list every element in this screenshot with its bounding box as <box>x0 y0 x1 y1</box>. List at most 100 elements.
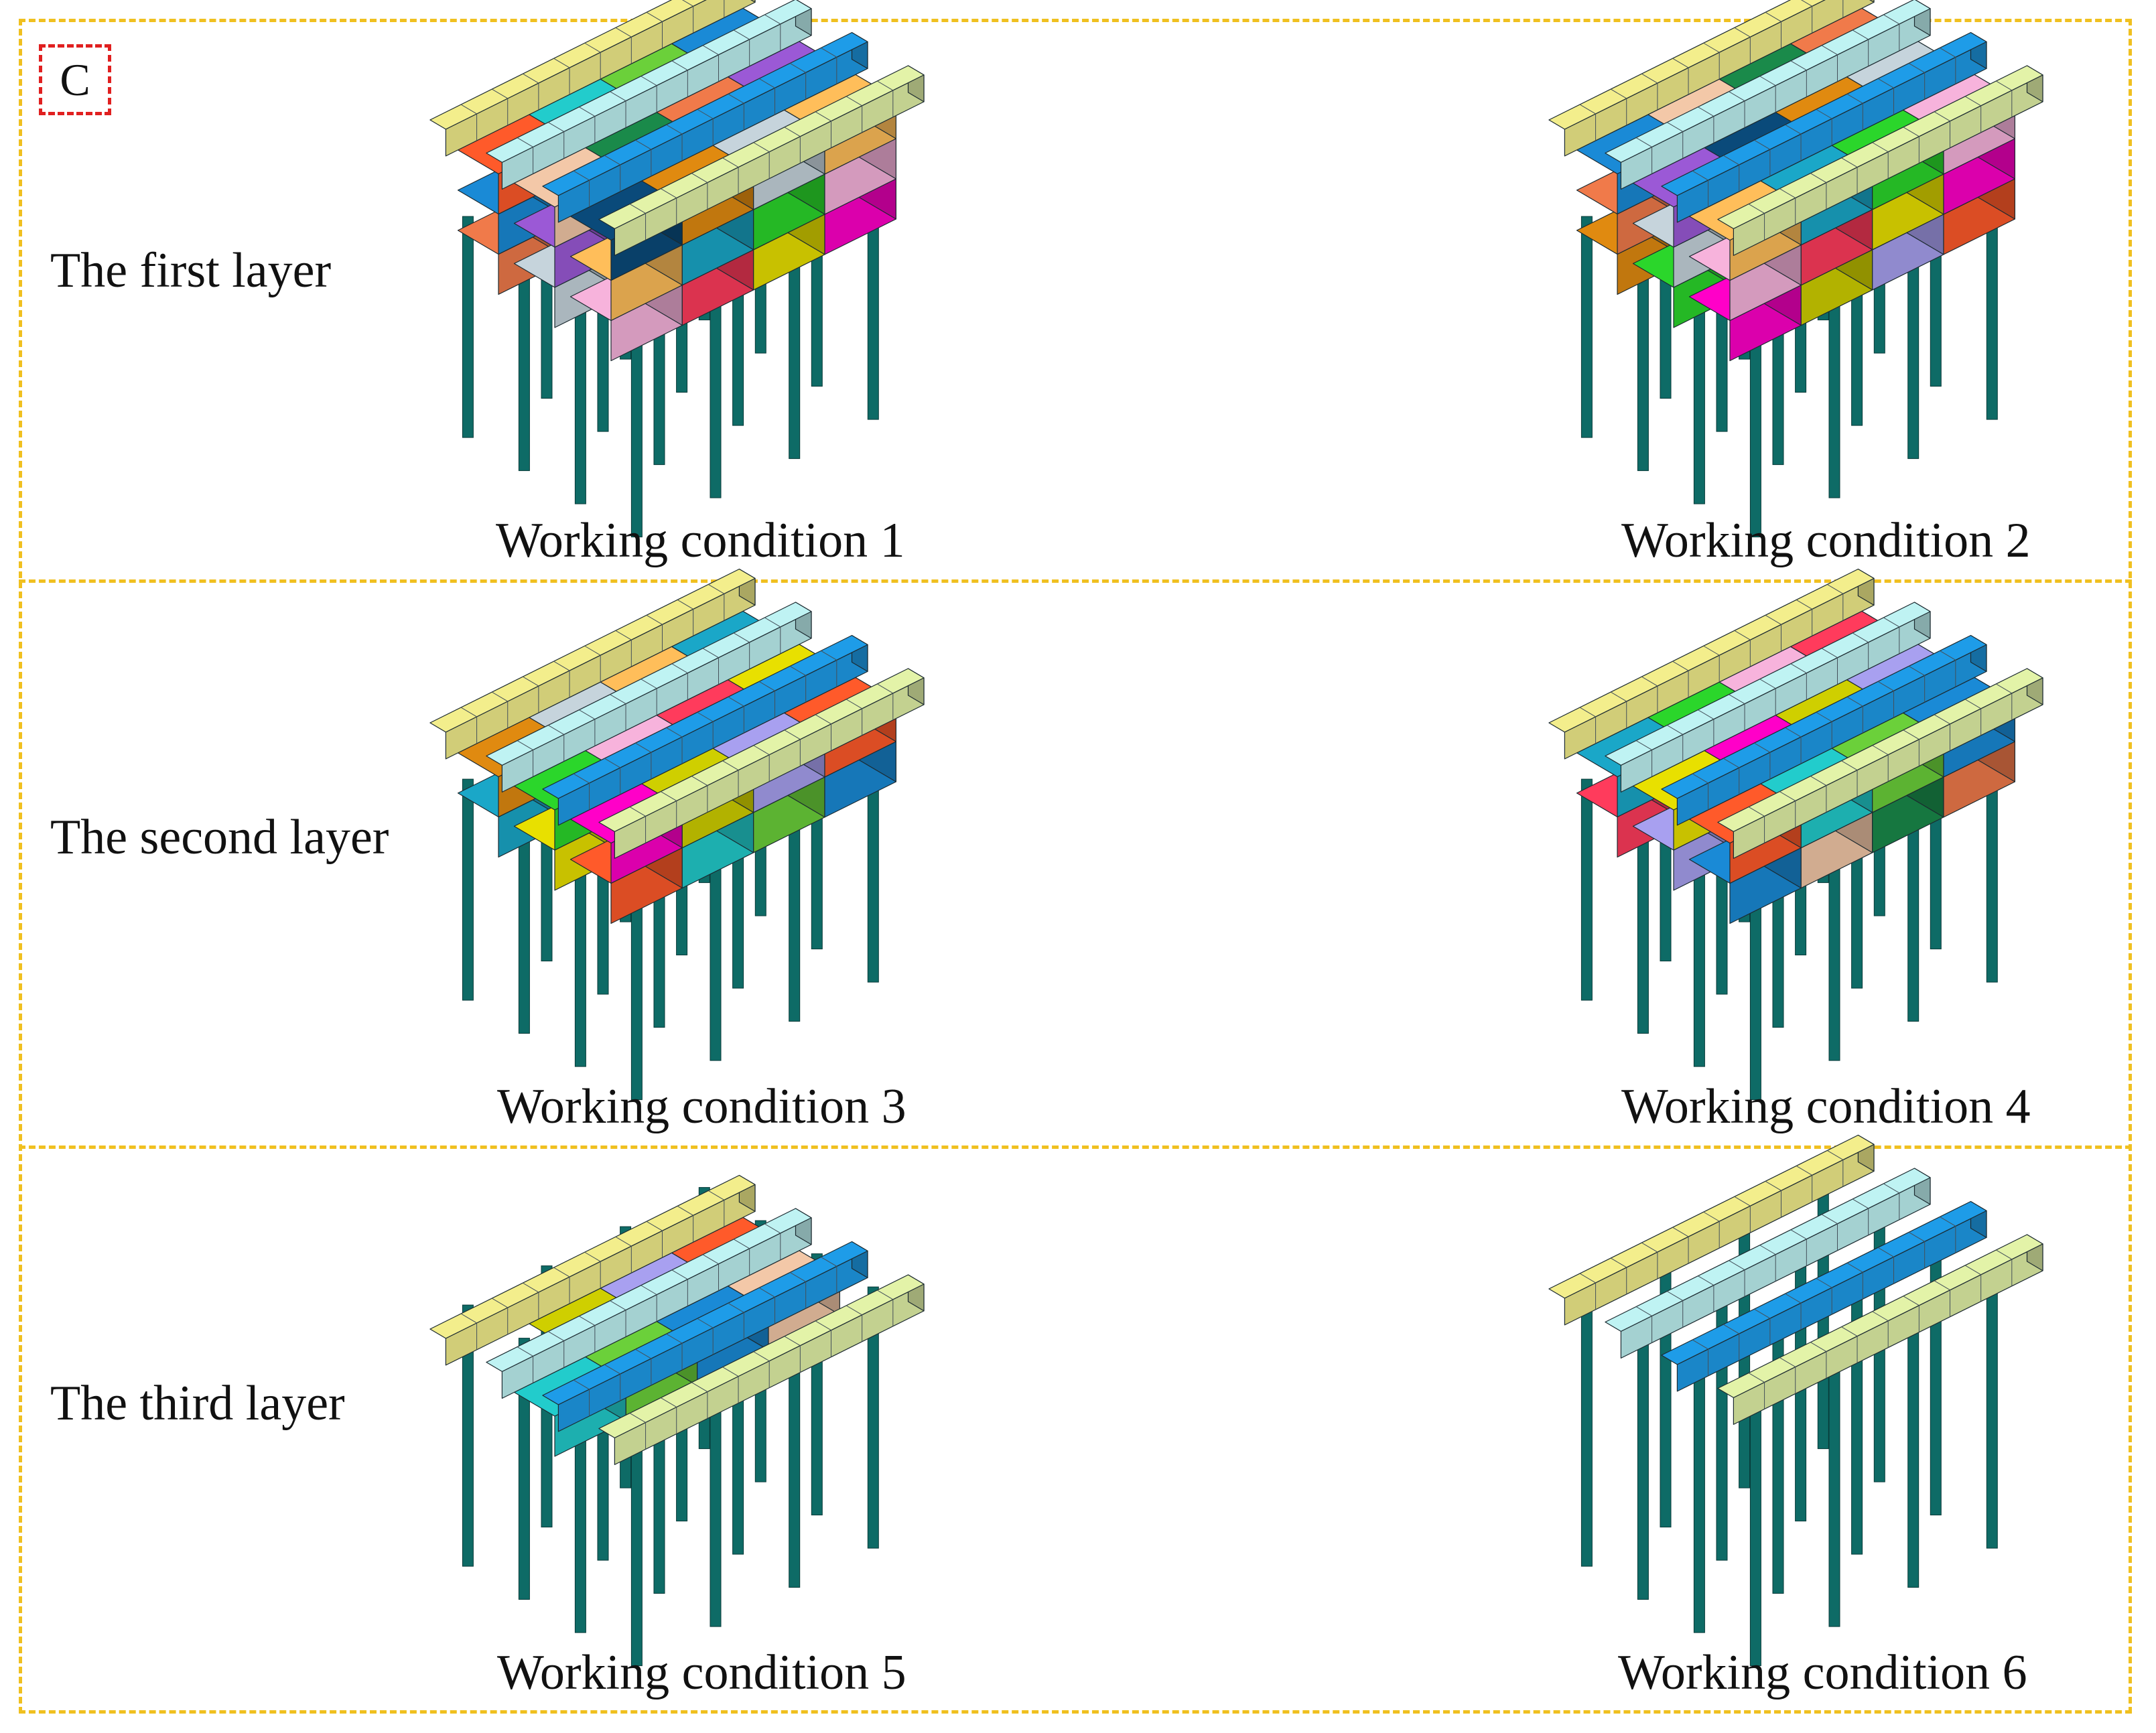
support-beam-mesh-line <box>1872 745 1889 782</box>
support-beam-mesh-line <box>1790 60 1807 97</box>
caption-wc4: Working condition 4 <box>1621 1079 2031 1134</box>
support-beam-mesh-line <box>491 88 509 125</box>
support-beam-mesh-line <box>758 1287 776 1324</box>
support-beam-mesh-line <box>635 742 652 780</box>
support-beam-mesh-line <box>671 1269 688 1306</box>
support-beam-mesh-line <box>1759 1245 1776 1281</box>
support-beam-mesh-line <box>1996 1249 2013 1286</box>
caption-wc2: Working condition 2 <box>1621 513 2031 568</box>
support-beam-mesh-line <box>629 204 647 240</box>
support-beam-mesh-line <box>722 1367 739 1403</box>
support-beam-mesh-line <box>460 1313 478 1350</box>
support-beam-mesh-line <box>733 1239 750 1275</box>
support-beam-mesh-line <box>1703 1211 1720 1249</box>
support-beam-mesh-line <box>1827 1150 1844 1187</box>
support-beam-mesh-line <box>553 58 570 95</box>
support-beam-mesh-line <box>1734 27 1751 64</box>
support-beam-mesh-line <box>1703 42 1720 80</box>
support-beam-mesh-line <box>1748 807 1765 843</box>
support-beam-mesh-line <box>1940 1217 1956 1253</box>
support-beam-mesh-line <box>681 0 694 33</box>
support-beam-mesh-line <box>691 1382 708 1419</box>
outer-frame <box>19 19 2132 1714</box>
row-divider <box>19 579 2132 583</box>
support-beam-mesh-line <box>1610 88 1627 125</box>
support-beam-mesh-line <box>1841 157 1858 194</box>
model-wc1 <box>429 0 925 538</box>
support-beam-mesh-line <box>579 709 596 746</box>
support-beam-mesh-line <box>1827 584 1844 621</box>
support-beam-mesh-line <box>1852 29 1869 66</box>
support-beam-mesh-line <box>708 584 725 621</box>
support-beam-mesh-line <box>523 73 539 111</box>
support-beam-mesh-line <box>1641 73 1658 111</box>
support-beam-mesh-line <box>1748 204 1765 240</box>
support-beam-mesh-line <box>815 714 832 751</box>
support-beam-mesh-line <box>629 807 647 843</box>
support-beam-mesh-line <box>1610 1257 1627 1294</box>
caption-wc3: Working condition 3 <box>497 1079 906 1134</box>
support-beam-mesh-line <box>1692 1339 1709 1376</box>
support-beam-mesh-line <box>753 1351 770 1388</box>
support-beam-mesh-line <box>491 1298 509 1334</box>
support-beam-mesh-line <box>660 1397 677 1434</box>
pile-column <box>1637 1338 1649 1600</box>
support-beam-mesh-line <box>641 76 657 113</box>
support-beam-mesh-line <box>728 696 744 734</box>
pile-column <box>462 216 474 438</box>
support-beam-mesh-line <box>789 1271 807 1309</box>
support-beam-mesh-line <box>547 122 565 159</box>
support-beam-mesh-line <box>1908 1231 1926 1269</box>
support-beam-mesh-line <box>1734 630 1751 667</box>
support-beam-mesh-line <box>1810 173 1827 210</box>
row-label-first: The first layer <box>50 243 332 298</box>
support-beam-mesh-line <box>697 1318 714 1355</box>
support-beam-mesh-line <box>1759 679 1776 715</box>
support-beam-mesh-line <box>547 1331 565 1368</box>
support-beam-mesh-line <box>641 679 657 715</box>
support-beam-mesh-line <box>877 80 894 117</box>
support-beam-mesh-line <box>815 1320 832 1357</box>
support-beam-mesh-line <box>584 42 601 80</box>
support-beam-mesh-line <box>660 791 677 828</box>
support-beam-mesh-line <box>1796 1165 1813 1202</box>
support-beam-mesh-line <box>1846 93 1863 131</box>
support-beam-mesh-line <box>1692 170 1709 207</box>
support-beam-mesh-line <box>1800 0 1813 33</box>
pile-column <box>1693 1371 1705 1633</box>
support-beam-mesh-line <box>1883 1183 1900 1220</box>
support-beam-mesh-line <box>733 29 750 66</box>
support-beam-mesh-line <box>1877 78 1895 115</box>
model-wc2 <box>1548 0 2043 538</box>
support-beam-mesh-line <box>666 727 683 764</box>
support-beam-mesh-line <box>877 1290 894 1326</box>
support-beam-mesh-line <box>1610 691 1627 728</box>
support-beam-mesh-line <box>460 104 478 141</box>
support-beam-mesh-line <box>1666 725 1684 762</box>
support-beam-mesh-line <box>708 1190 725 1227</box>
support-beam-mesh-line <box>728 1302 744 1340</box>
support-beam-mesh-line <box>604 1364 621 1401</box>
support-beam-mesh-line <box>1883 617 1900 654</box>
support-beam-mesh-line <box>1790 1229 1807 1266</box>
support-beam-mesh-line <box>660 188 677 225</box>
support-beam-mesh-line <box>1666 122 1684 159</box>
pile-column <box>462 1304 474 1567</box>
support-beam-mesh-line <box>523 1282 539 1320</box>
support-beam-mesh-line <box>753 142 770 179</box>
support-beam-mesh-line <box>1754 139 1771 177</box>
support-beam-mesh-line <box>573 170 590 207</box>
support-beam-mesh-line <box>1903 730 1919 766</box>
support-beam-mesh-line <box>1672 58 1689 95</box>
support-beam-mesh-line <box>1934 1280 1951 1317</box>
support-beam-mesh-line <box>635 1348 652 1386</box>
support-beam-mesh-line <box>671 663 688 700</box>
support-beam-mesh-line <box>1672 661 1689 698</box>
support-beam-mesh-line <box>1698 709 1714 746</box>
support-beam-mesh-line <box>1765 11 1782 49</box>
support-beam-mesh-line <box>821 650 837 687</box>
support-beam-mesh-line <box>1698 107 1714 143</box>
support-beam-mesh-line <box>728 93 744 131</box>
support-beam-mesh-line <box>1883 14 1900 51</box>
support-beam-mesh-line <box>1579 707 1597 744</box>
